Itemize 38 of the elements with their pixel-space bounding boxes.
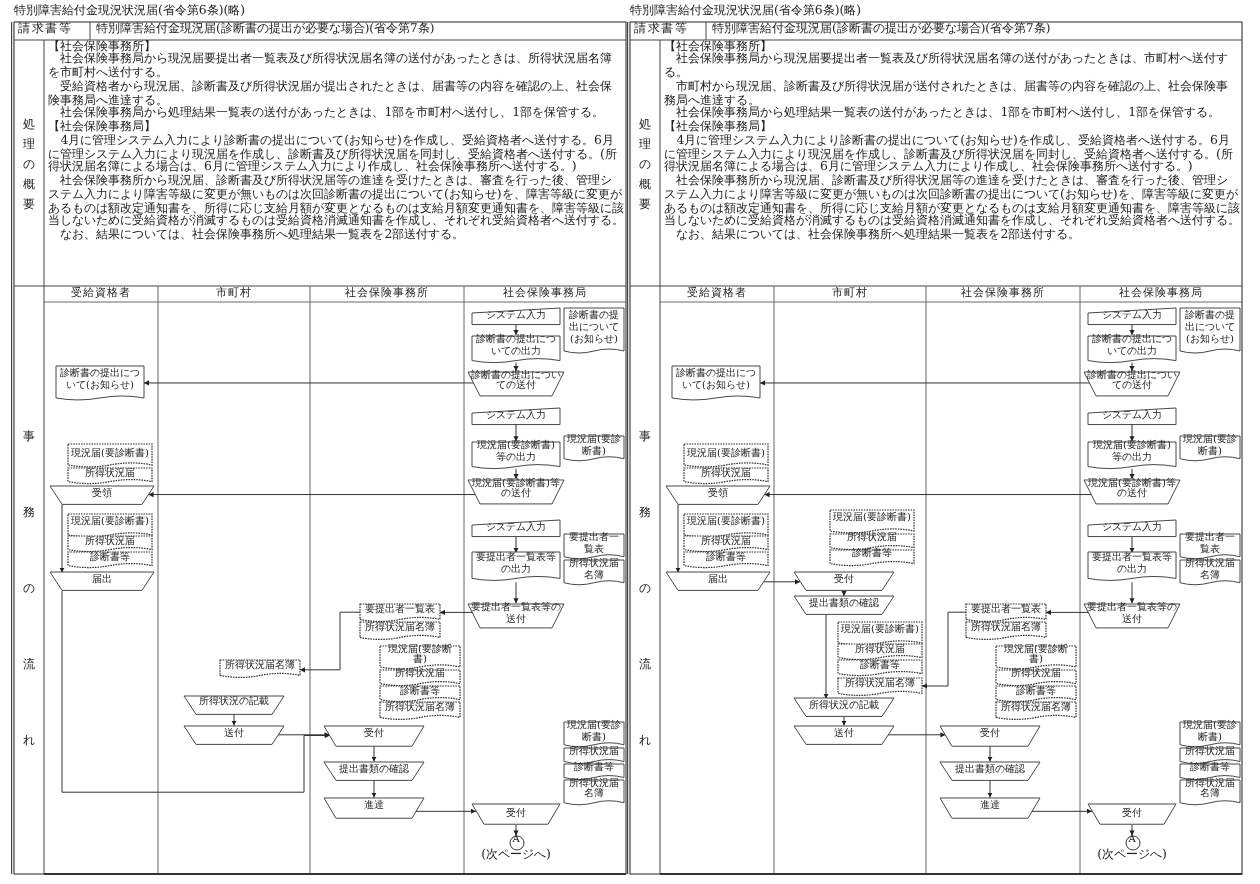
connector-arrow bbox=[675, 504, 681, 574]
connector-arrow bbox=[513, 423, 519, 442]
connector-arrow bbox=[763, 579, 801, 585]
connector-arrow bbox=[415, 808, 477, 814]
connector-arrow bbox=[439, 609, 474, 615]
connector-arrow bbox=[1129, 824, 1135, 836]
connector-arrow bbox=[1129, 324, 1135, 336]
connector-arrow bbox=[277, 732, 330, 738]
connector-arrow bbox=[371, 779, 377, 799]
connector-arrow bbox=[143, 380, 475, 386]
connector-arrow bbox=[371, 745, 377, 763]
connector-arrow bbox=[887, 732, 946, 738]
connector-arrow bbox=[759, 380, 1091, 386]
connector-arrow bbox=[299, 611, 361, 673]
connector-arrow bbox=[841, 590, 847, 597]
connector-arrow bbox=[1129, 468, 1135, 480]
connector-arrow bbox=[1129, 581, 1135, 604]
connector-arrow bbox=[1045, 609, 1090, 615]
connector-arrow bbox=[513, 824, 519, 836]
connector-arrow bbox=[59, 504, 65, 574]
connector-arrow bbox=[1129, 423, 1135, 442]
connector-arrow bbox=[513, 536, 519, 554]
connector-arrow bbox=[231, 712, 237, 727]
connector-arrow bbox=[764, 491, 1093, 498]
connector-arrow bbox=[921, 611, 967, 689]
connector-arrow bbox=[823, 613, 829, 700]
connector-arrow bbox=[841, 716, 847, 727]
connector-arrow bbox=[513, 362, 519, 372]
connector-arrow bbox=[1129, 536, 1135, 554]
connector-arrow bbox=[61, 590, 331, 793]
connector-arrow bbox=[1031, 808, 1093, 814]
connector-arrow bbox=[1129, 362, 1135, 372]
connector-arrow bbox=[513, 324, 519, 336]
connector-arrow bbox=[987, 745, 993, 763]
connector-arrow bbox=[987, 779, 993, 799]
connector-arrow bbox=[148, 491, 477, 498]
connector-arrow bbox=[513, 468, 519, 480]
connector-arrow bbox=[513, 581, 519, 604]
